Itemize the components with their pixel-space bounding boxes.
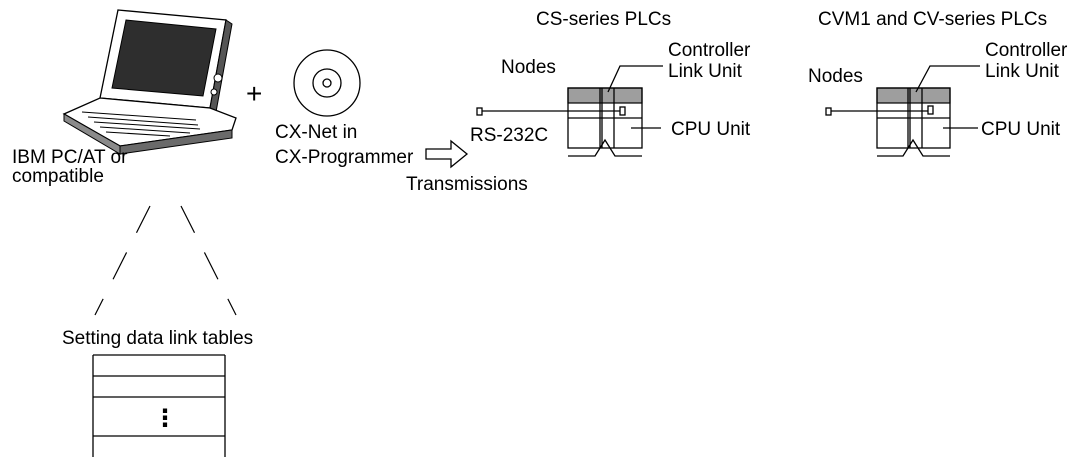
cv-cable	[825, 107, 928, 116]
transmissions-label: Transmissions	[406, 174, 528, 195]
cs-cpu-unit-label: CPU Unit	[671, 119, 751, 140]
laptop-computer-icon	[62, 9, 237, 155]
cs-rs232c-cable	[476, 107, 620, 116]
cs-controller-link-line2: Link Unit	[668, 61, 743, 82]
data-link-table-ellipsis: ⋮	[153, 405, 177, 432]
rs232c-label: RS-232C	[470, 125, 548, 146]
cv-cpu-unit-label: CPU Unit	[981, 119, 1061, 140]
dashed-connector-left	[94, 205, 151, 316]
software-label-line1: CX-Net in	[275, 122, 357, 143]
data-link-tables-title: Setting data link tables	[62, 328, 253, 349]
cv-controller-link-line2: Link Unit	[985, 61, 1060, 82]
computer-label-line1: IBM PC/AT or	[12, 147, 128, 168]
computer-label-line2: compatible	[12, 166, 104, 187]
cs-series-title: CS-series PLCs	[536, 9, 671, 30]
transmission-arrow-icon	[425, 139, 469, 169]
cs-controller-link-leader	[607, 65, 663, 93]
cv-plc-unit-icon	[876, 87, 951, 157]
cd-disc-icon	[293, 49, 361, 117]
cv-nodes-label: Nodes	[808, 66, 863, 87]
cv-controller-link-line1: Controller	[985, 40, 1068, 61]
cs-controller-link-line1: Controller	[668, 40, 751, 61]
software-label-line2: CX-Programmer	[275, 147, 414, 168]
cs-plc-unit-icon	[567, 87, 643, 157]
dashed-connector-right	[180, 205, 237, 316]
data-link-table-icon	[92, 354, 226, 457]
cv-controller-link-leader	[915, 65, 980, 93]
cv-series-title: CVM1 and CV-series PLCs	[818, 9, 1047, 30]
plus-sign: +	[246, 78, 262, 109]
cs-nodes-label: Nodes	[501, 57, 556, 78]
